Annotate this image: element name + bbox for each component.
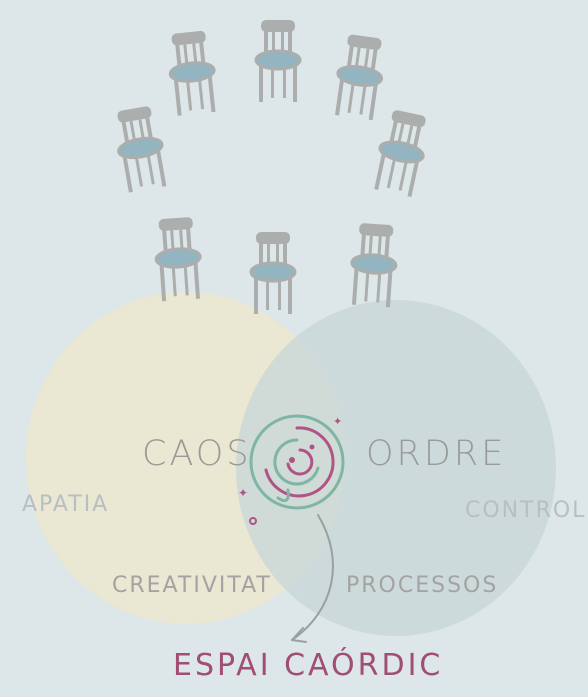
chair-icon xyxy=(347,221,401,309)
chair-icon xyxy=(110,103,171,195)
svg-text:✦: ✦ xyxy=(333,415,342,428)
chair-icon xyxy=(369,106,433,200)
apatia-label: APATIA xyxy=(22,492,110,517)
chair-icon xyxy=(249,230,297,316)
processos-label: PROCESSOS xyxy=(346,573,499,598)
espai-caordic-title: ESPAI CAÓRDIC xyxy=(173,648,444,683)
arrow-icon xyxy=(291,514,334,643)
chair-icon xyxy=(254,18,302,104)
creativitat-label: CREATIVITAT xyxy=(112,573,272,598)
svg-text:✦: ✦ xyxy=(238,486,248,500)
spiral-icon: ✦ ✦ xyxy=(238,414,345,525)
control-label: CONTROL xyxy=(465,498,587,523)
caos-label: CAOS xyxy=(142,434,252,474)
ordre-circle xyxy=(236,300,556,636)
chair-icon xyxy=(151,215,205,303)
chair-icon xyxy=(330,31,389,123)
chair-icon xyxy=(164,28,220,118)
chairs-circle xyxy=(110,18,433,316)
ordre-label: ORDRE xyxy=(366,434,507,474)
